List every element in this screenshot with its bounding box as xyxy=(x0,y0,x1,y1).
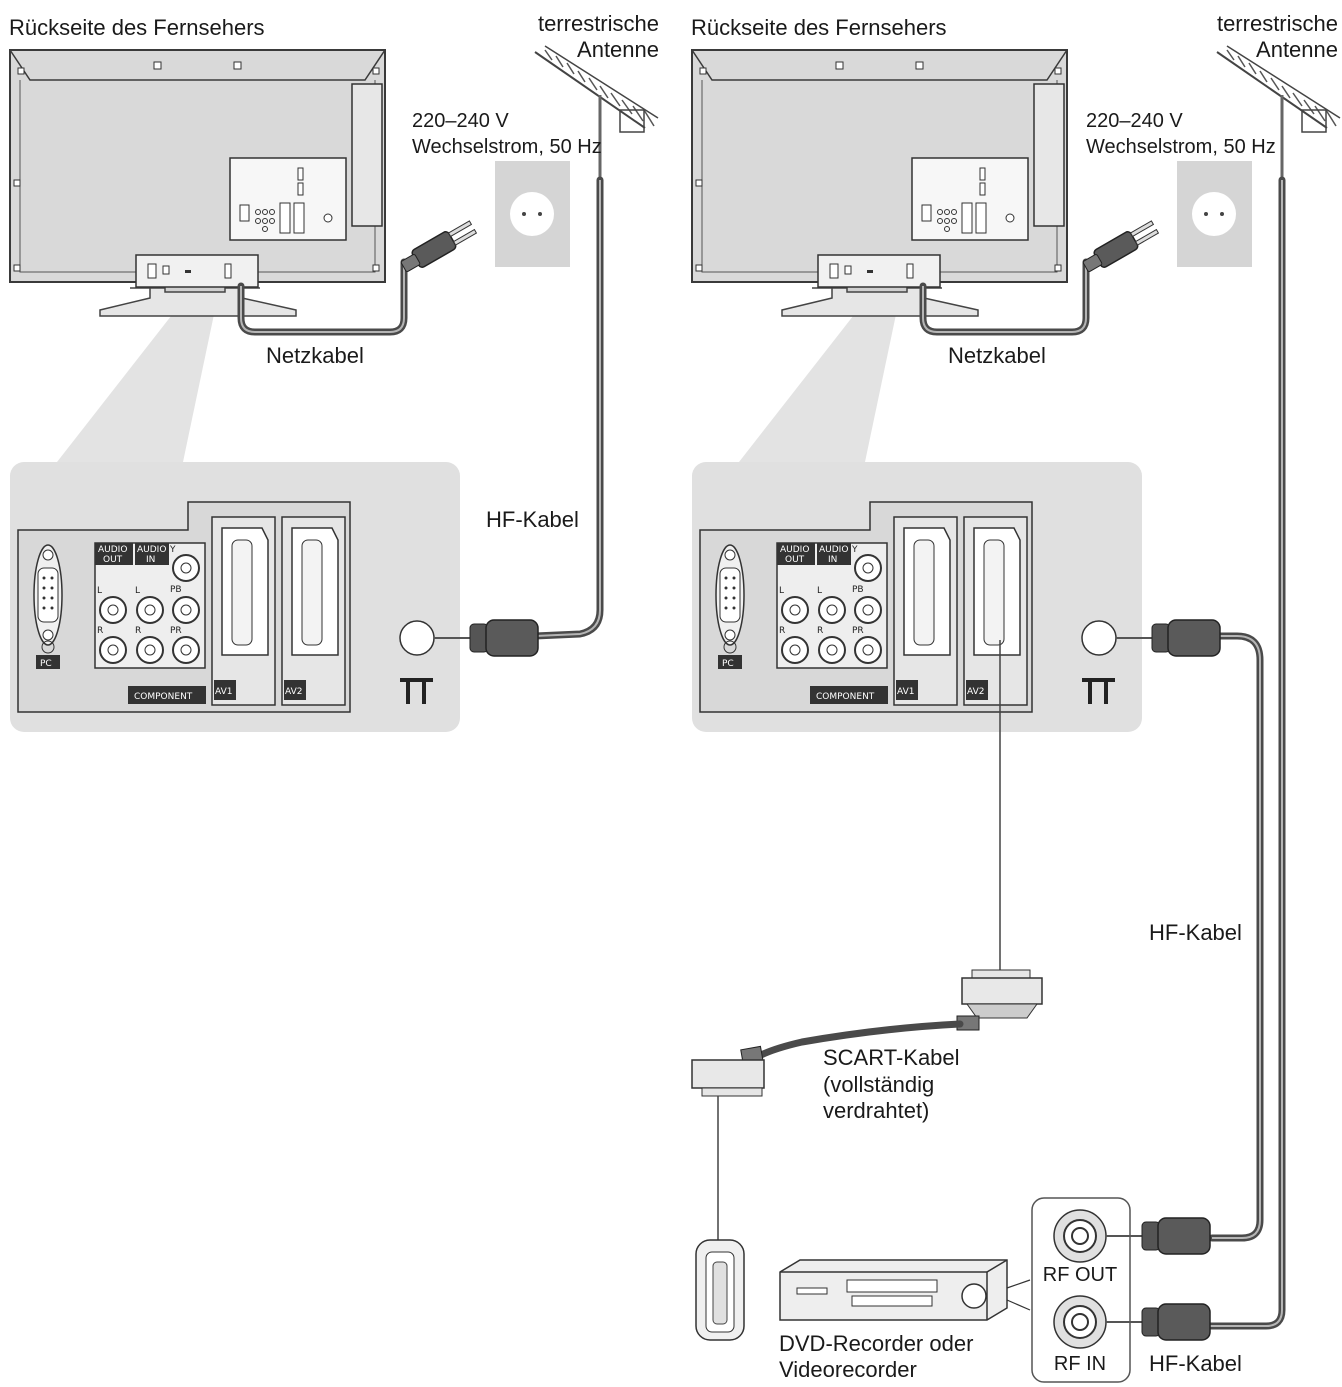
recorder-label-2: Videorecorder xyxy=(779,1357,917,1382)
recorder-label: DVD-Recorder oder xyxy=(779,1331,973,1356)
antenna-label: terrestrische xyxy=(538,11,659,36)
svg-text:PR: PR xyxy=(170,626,182,636)
power-label-2: Wechselstrom, 50 Hz xyxy=(412,136,602,158)
svg-text:AUDIO: AUDIO xyxy=(780,545,809,555)
svg-text:OUT: OUT xyxy=(103,555,123,565)
tv-connector-panel xyxy=(8,460,462,734)
svg-text:L: L xyxy=(817,586,822,596)
svg-text:R: R xyxy=(97,626,103,636)
power-label: 220–240 V xyxy=(412,110,509,132)
scart-cable-label-3: verdrahtet) xyxy=(823,1098,929,1123)
svg-text:PC: PC xyxy=(722,659,734,669)
svg-text:IN: IN xyxy=(828,555,837,565)
antenna-label-2: Antenne xyxy=(1256,37,1338,62)
svg-text:AV1: AV1 xyxy=(215,687,232,697)
antenna-label: terrestrische xyxy=(1217,11,1338,36)
rf-cable-label-lower: HF-Kabel xyxy=(1149,1351,1242,1376)
tv-back-label: Rückseite des Fernsehers xyxy=(691,15,947,40)
svg-text:L: L xyxy=(135,586,140,596)
scart-cable xyxy=(748,1020,964,1064)
tv-rear-icon xyxy=(692,46,1340,462)
antenna-label-2: Antenne xyxy=(577,37,659,62)
svg-text:AV2: AV2 xyxy=(967,687,984,697)
svg-text:R: R xyxy=(817,626,823,636)
svg-text:L: L xyxy=(97,586,102,596)
svg-text:PB: PB xyxy=(852,585,864,595)
svg-text:R: R xyxy=(135,626,141,636)
svg-text:PR: PR xyxy=(852,626,864,636)
svg-text:L: L xyxy=(779,586,784,596)
left-diagram: Rückseite des Fernsehers terrestrische A… xyxy=(8,11,659,734)
svg-text:COMPONENT: COMPONENT xyxy=(816,692,875,702)
tv-connector-panel xyxy=(690,460,1144,734)
svg-text:IN: IN xyxy=(146,555,155,565)
recorder-icon xyxy=(779,1259,1031,1321)
rf-out-label: RF OUT xyxy=(1043,1264,1117,1286)
svg-text:Y: Y xyxy=(169,545,176,555)
svg-text:PC: PC xyxy=(40,659,52,669)
power-label-2: Wechselstrom, 50 Hz xyxy=(1086,136,1276,158)
svg-text:AUDIO: AUDIO xyxy=(819,545,848,555)
power-label: 220–240 V xyxy=(1086,110,1183,132)
svg-text:R: R xyxy=(779,626,785,636)
svg-text:AV1: AV1 xyxy=(897,687,914,697)
right-diagram: Rückseite des Fernsehers terrestrische A… xyxy=(690,11,1340,1383)
svg-text:PB: PB xyxy=(170,585,182,595)
svg-text:AUDIO: AUDIO xyxy=(98,545,127,555)
svg-text:COMPONENT: COMPONENT xyxy=(134,692,193,702)
svg-text:AV2: AV2 xyxy=(285,687,302,697)
mains-cable-label: Netzkabel xyxy=(266,343,364,368)
rf-cable-label: HF-Kabel xyxy=(486,507,579,532)
svg-text:Y: Y xyxy=(851,545,858,555)
scart-cable-label: SCART-Kabel xyxy=(823,1045,960,1070)
tv-rear-icon xyxy=(10,46,658,462)
scart-cable-label-2: (vollständig xyxy=(823,1072,934,1097)
rf-cable-label-upper: HF-Kabel xyxy=(1149,920,1242,945)
mains-cable-label: Netzkabel xyxy=(948,343,1046,368)
rf-in-label: RF IN xyxy=(1054,1353,1106,1375)
tv-back-label: Rückseite des Fernsehers xyxy=(9,15,265,40)
antenna-cable xyxy=(1198,176,1286,1330)
svg-text:AUDIO: AUDIO xyxy=(137,545,166,555)
svg-text:OUT: OUT xyxy=(785,555,805,565)
